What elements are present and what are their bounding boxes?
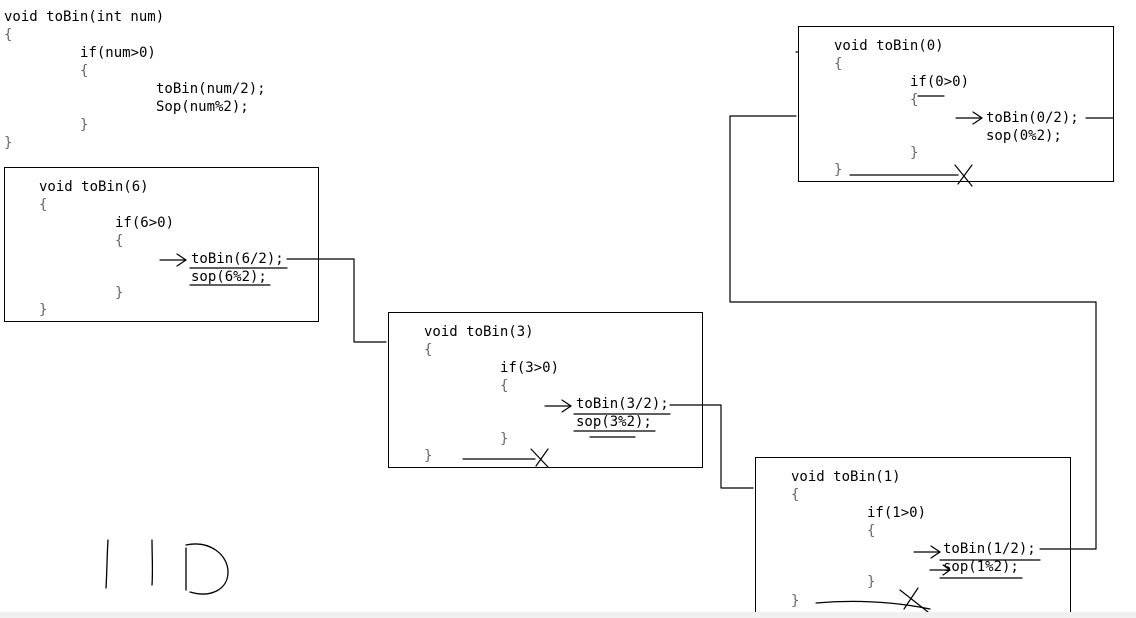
frame-inner-close-brace: } — [500, 431, 509, 447]
frame-close-brace: } — [791, 593, 800, 609]
frame-print-line: sop(0%2); — [986, 128, 1062, 144]
frame-inner-close-brace: } — [867, 574, 876, 590]
frame-inner-open-brace: { — [910, 92, 919, 108]
frame-call-line: toBin(0/2); — [986, 110, 1079, 126]
frame-signature: void toBin(1) — [791, 469, 901, 485]
frame-open-brace: { — [424, 342, 433, 358]
frame-if-line: if(1>0) — [867, 505, 927, 521]
arrow-icon — [159, 253, 187, 267]
source-signature: void toBin(int num) — [4, 9, 165, 25]
call-connector-6-to-3 — [286, 258, 387, 343]
call-frame-3: void toBin(3) { if(3>0) { toBin(3/2); so… — [388, 312, 703, 468]
call-frame-1: void toBin(1) { if(1>0) { toBin(1/2); so… — [755, 457, 1071, 613]
handwritten-digit-0 — [185, 543, 229, 595]
arrow-icon — [955, 111, 983, 125]
frame-signature: void toBin(3) — [424, 324, 534, 340]
frame-inner-close-brace: } — [115, 285, 124, 301]
frame-inner-open-brace: { — [500, 378, 509, 394]
frame-call-line: toBin(6/2); — [191, 251, 284, 267]
frame-print-line: sop(6%2); — [191, 269, 267, 285]
frame-call-line: toBin(3/2); — [576, 396, 669, 412]
frame-if-line: if(0>0) — [910, 74, 970, 90]
call-connector-1-to-0 — [729, 115, 1097, 550]
call-frame-0: void toBin(0) { if(0>0) { toBin(0/2); so… — [798, 26, 1114, 182]
cross-mark-icon — [530, 448, 549, 468]
frame-signature: void toBin(6) — [39, 179, 149, 195]
frame-print-line: sop(3%2); — [576, 414, 652, 430]
arrow-icon — [544, 399, 572, 413]
source-close-brace: } — [4, 135, 13, 151]
frame-open-brace: { — [834, 56, 843, 72]
cross-mark-icon — [954, 164, 973, 187]
handwritten-result — [105, 539, 229, 595]
call-connector-3-to-1 — [669, 404, 754, 489]
frame-close-brace: } — [834, 162, 843, 178]
source-call-line: toBin(num/2); — [156, 81, 266, 97]
return-stroke — [815, 600, 931, 610]
frame-inner-close-brace: } — [910, 145, 919, 161]
handwritten-digit-1 — [105, 539, 109, 589]
frame-open-brace: { — [39, 197, 48, 213]
bottom-strip — [0, 612, 1136, 618]
source-inner-close-brace: } — [80, 117, 89, 133]
arrow-icon — [929, 564, 951, 576]
frame-open-brace: { — [791, 487, 800, 503]
frame-if-line: if(6>0) — [115, 215, 175, 231]
call-frame-6: void toBin(6) { if(6>0) { toBin(6/2); so… — [4, 167, 319, 322]
frame-inner-open-brace: { — [115, 233, 124, 249]
cross-mark-icon — [899, 587, 929, 613]
frame-print-line: sop(1%2); — [943, 559, 1019, 575]
frame-if-line: if(3>0) — [500, 360, 560, 376]
source-print-line: Sop(num%2); — [156, 99, 249, 115]
source-if-line: if(num>0) — [80, 45, 156, 61]
arrow-icon — [913, 545, 941, 559]
source-inner-open-brace: { — [80, 63, 89, 79]
source-open-brace: { — [4, 27, 13, 43]
frame-inner-open-brace: { — [867, 523, 876, 539]
frame-close-brace: } — [424, 448, 433, 464]
frame-call-line: toBin(1/2); — [943, 541, 1036, 557]
frame-signature: void toBin(0) — [834, 38, 944, 54]
frame-close-brace: } — [39, 302, 48, 318]
